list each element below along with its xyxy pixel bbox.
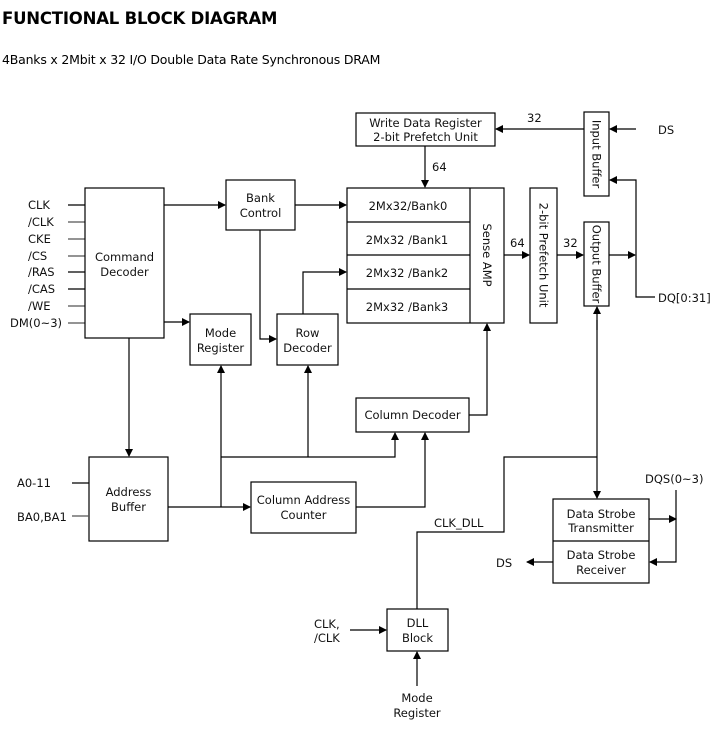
page-title: FUNCTIONAL BLOCK DIAGRAM [2, 9, 278, 28]
input-buffer-label: Input Buffer [590, 120, 604, 189]
pin-label-clk: CLK [28, 198, 50, 212]
row-decoder-label: Row [296, 326, 320, 340]
data-strobe-block: Data Strobe Transmitter Data Strobe Rece… [552, 498, 650, 584]
pin-label-dm: DM(0~3) [10, 316, 62, 330]
column-decoder-block: Column Decoder [355, 397, 470, 433]
mode-register-label: Mode [205, 326, 236, 340]
bank-control-label: Control [240, 206, 282, 220]
bank-0-label: 2Mx32/Bank0 [369, 199, 448, 213]
dll-clock-label: CLK, [314, 617, 340, 631]
data-strobe-transmitter-label: Transmitter [567, 521, 634, 535]
write-data-register-block: Write Data Register 2-bit Prefetch Unit [355, 112, 496, 147]
mode-register-block: Mode Register [189, 313, 252, 366]
dll-mode-register-label: Register [393, 706, 441, 720]
row-decoder-block: Row Decoder [276, 313, 339, 366]
bank-control-label: Bank [246, 191, 275, 205]
wire-dq-to-input-buffer [609, 176, 655, 298]
sense-amp-label: Sense AMP [480, 223, 494, 286]
wire-cac-to-column-decoder [356, 432, 429, 508]
command-pins: CLK /CLK CKE /CS /RAS /CAS /WE DM(0~3) [10, 198, 85, 330]
pin-label-nclk: /CLK [28, 215, 54, 229]
command-decoder-label: Decoder [100, 265, 149, 279]
prefetch-unit-label: 2-bit Prefetch Unit [537, 203, 551, 308]
connections [72, 125, 677, 686]
bank-1-label: 2Mx32 /Bank1 [366, 233, 448, 247]
row-decoder-label: Decoder [283, 341, 332, 355]
pin-label-nras: /RAS [28, 265, 55, 279]
output-buffer-label: Output Buffer [590, 225, 604, 304]
page-subtitle: 4Banks x 2Mbit x 32 I/O Double Data Rate… [2, 52, 381, 67]
wire-row-decoder-to-banks [302, 268, 347, 314]
column-address-counter-block: Column Address Counter [250, 481, 357, 534]
pin-label-nwe: /WE [28, 299, 51, 313]
wire-dqs-to-receiver [649, 490, 677, 566]
bank-2-label: 2Mx32 /Bank2 [366, 266, 448, 280]
output-buffer-block: Output Buffer [583, 221, 610, 307]
dll-mode-register-label: Mode [401, 691, 432, 705]
bank-control-block: Bank Control [225, 179, 296, 231]
write-data-register-label: Write Data Register [369, 116, 482, 130]
dqs-label: DQS(0~3) [645, 472, 703, 486]
pin-label-ncs: /CS [28, 249, 47, 263]
pin-label-cke: CKE [28, 232, 51, 246]
column-address-counter-label: Column Address [257, 493, 351, 507]
write-data-register-label: 2-bit Prefetch Unit [373, 130, 478, 144]
dll-block: DLL Block [386, 608, 449, 652]
memory-bank-array: 2Mx32/Bank0 2Mx32 /Bank1 2Mx32 /Bank2 2M… [346, 187, 505, 324]
mode-register-label: Register [197, 341, 245, 355]
signal-labels: 32 64 64 32 DS DQ[0:31] DQS(0~3) DS CLK_… [17, 111, 711, 720]
bank-3-label: 2Mx32 /Bank3 [366, 300, 448, 314]
bus-width-label: 32 [563, 236, 578, 250]
dll-block-label: Block [402, 631, 433, 645]
wire-address-to-column-decoder [221, 432, 399, 458]
prefetch-unit-block: 2-bit Prefetch Unit [529, 187, 558, 324]
bus-width-label: 32 [527, 111, 542, 125]
dll-block-label: DLL [407, 616, 429, 630]
data-strobe-transmitter-label: Data Strobe [567, 507, 636, 521]
clk-dll-label: CLK_DLL [434, 516, 484, 530]
pin-label-a0-11: A0-11 [17, 476, 51, 490]
column-address-counter-label: Counter [281, 508, 327, 522]
column-decoder-label: Column Decoder [364, 408, 460, 422]
wire-column-decoder-to-sense-amp [469, 323, 491, 416]
command-decoder-label: Command [95, 250, 154, 264]
dll-clock-label: /CLK [314, 631, 340, 645]
pin-label-ncas: /CAS [28, 282, 55, 296]
ds-output-label: DS [496, 556, 512, 570]
bus-width-label: 64 [432, 160, 447, 174]
address-buffer-label: Address [106, 485, 152, 499]
wire-bank-control-to-row-decoder [259, 230, 277, 343]
wire-clk-dll [416, 456, 597, 609]
data-strobe-receiver-label: Data Strobe [567, 548, 636, 562]
data-strobe-receiver-label: Receiver [576, 563, 626, 577]
command-decoder-block: Command Decoder [84, 187, 165, 339]
ds-input-label: DS [658, 123, 674, 137]
address-buffer-block: Address Buffer [88, 456, 169, 542]
address-buffer-label: Buffer [111, 500, 146, 514]
input-buffer-block: Input Buffer [583, 111, 610, 197]
dq-label: DQ[0:31] [658, 291, 711, 305]
bus-width-label: 64 [510, 236, 525, 250]
pin-label-ba0-ba1: BA0,BA1 [17, 510, 67, 524]
